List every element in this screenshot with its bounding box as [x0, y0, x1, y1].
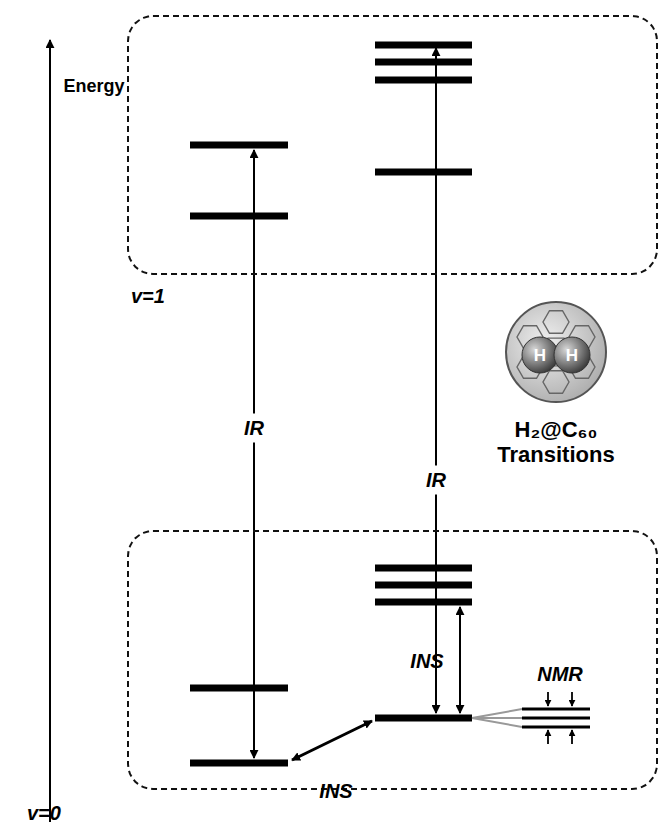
transition-label: NMR — [537, 663, 583, 686]
level-label: v=0 — [27, 802, 61, 824]
transition-label: IR — [242, 414, 266, 443]
atom-symbol: H — [566, 346, 578, 366]
nmr-splitting-lines — [472, 709, 522, 727]
energy-levels — [190, 45, 472, 763]
transition-label: INS — [319, 780, 352, 803]
nmr-sublevels — [522, 709, 590, 727]
axis-label: Energy — [63, 76, 124, 97]
molecule-caption: H₂@C₆₀ Transitions — [486, 417, 626, 468]
fullerene-illustration — [506, 302, 606, 402]
nmr-arrows — [548, 692, 572, 744]
atom-symbol: H — [534, 346, 546, 366]
vibrational-level-box: v=1 — [127, 15, 658, 275]
energy-axis — [49, 40, 51, 822]
level-label: v=1 — [131, 285, 165, 308]
transition-label: INS — [410, 650, 443, 673]
vibrational-level-box: v=0 — [127, 530, 658, 790]
transition-arrows — [254, 48, 460, 760]
transition-label: IR — [424, 466, 448, 495]
